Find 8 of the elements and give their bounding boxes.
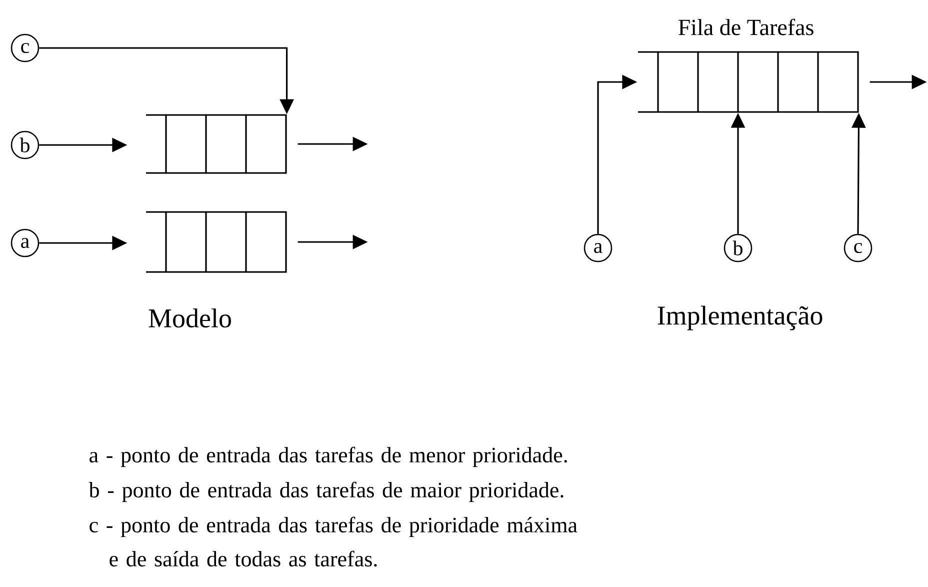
caption: Implementação — [658, 306, 822, 330]
note: a - ponto de entrada das tarefas de menor prioridade. — [90, 446, 567, 467]
queue-drawing: Fila de Tarefas — [638, 18, 859, 113]
caption: Modelo — [148, 308, 231, 328]
note: b - ponto de entrada das tarefas de maior prioridade. — [88, 482, 564, 502]
note: c - ponto de entrada das tarefas de prioridade máxima e de saída de todas as tarefas. — [90, 516, 578, 567]
queue-drawing — [146, 114, 287, 174]
queue-drawing — [146, 211, 287, 273]
